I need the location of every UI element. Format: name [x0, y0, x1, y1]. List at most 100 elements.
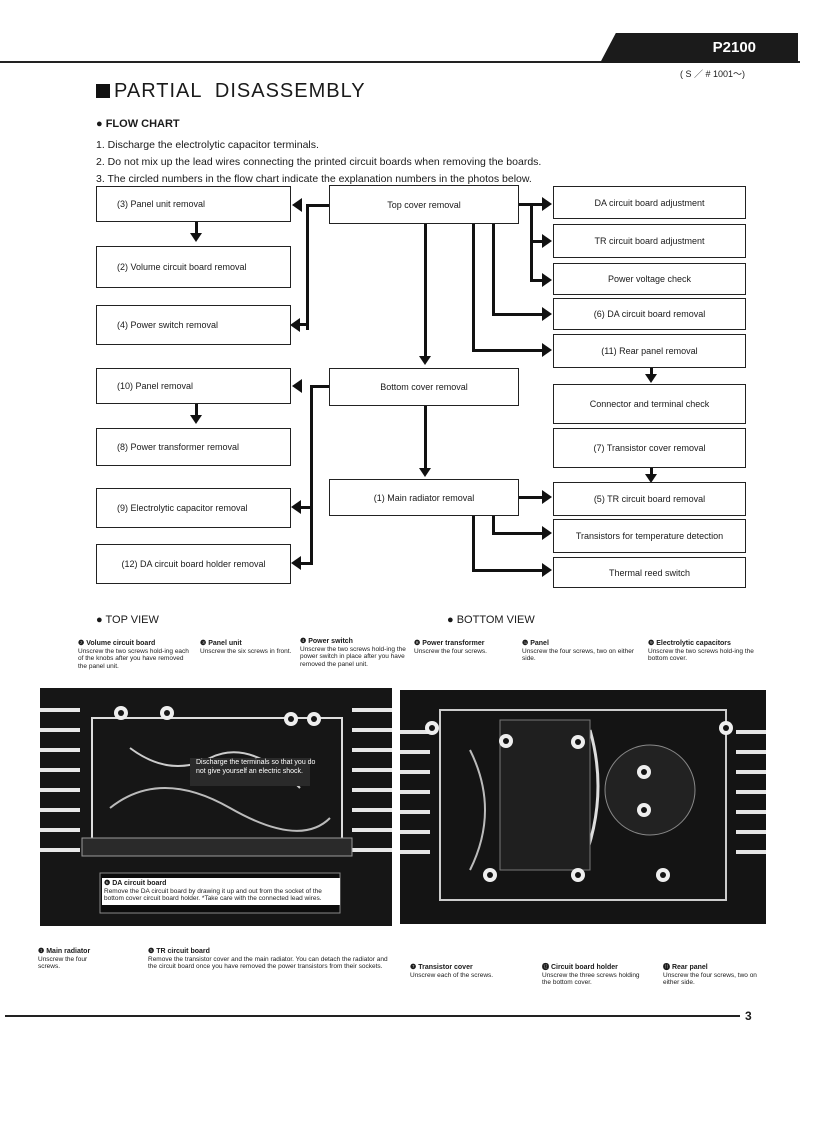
header-rule	[0, 61, 800, 63]
connector	[310, 385, 313, 565]
arrow-down-icon	[645, 374, 657, 383]
caption-title: ⓫ Rear panel	[663, 964, 708, 971]
caption-text: Unscrew the two screws hold-ing each of …	[78, 647, 189, 670]
connector	[300, 562, 312, 565]
caption-title: ❽ Power transformer	[414, 640, 485, 647]
connector	[300, 506, 312, 509]
box-power-transformer: (8) Power transformer removal	[96, 428, 291, 466]
connector	[530, 279, 543, 282]
connector	[492, 313, 543, 316]
page-number: 3	[745, 1009, 752, 1023]
caption-text: Unscrew the four screws.	[38, 955, 88, 971]
box-da-adjust: DA circuit board adjustment	[553, 186, 746, 219]
connector	[530, 240, 543, 243]
connector	[650, 468, 653, 476]
connector	[472, 349, 543, 352]
connector	[306, 204, 309, 330]
connector	[195, 222, 198, 234]
caption-text: Unscrew the four screws, two on either s…	[522, 647, 634, 663]
box-tr-removal: (5) TR circuit board removal	[553, 482, 746, 516]
caption-title: ❺ TR circuit board	[148, 948, 210, 955]
connector	[424, 224, 427, 356]
arrow-left-icon	[292, 198, 302, 212]
box-rear-panel: (11) Rear panel removal	[553, 334, 746, 368]
arrow-right-icon	[542, 343, 552, 357]
connector	[306, 204, 330, 207]
arrow-right-icon	[542, 307, 552, 321]
top-view-photo: Discharge the terminals so that you do n…	[40, 688, 392, 926]
serial-range: ( S ／ # 1001～)	[680, 69, 746, 79]
arrow-right-icon	[542, 526, 552, 540]
connector	[519, 496, 543, 499]
caption-title: ❾ Electrolytic capacitors	[648, 640, 731, 647]
model-label: P2100	[712, 39, 756, 56]
box-power-voltage: Power voltage check	[553, 263, 746, 295]
box-da-holder: (12) DA circuit board holder removal	[96, 544, 291, 584]
box-bottom-cover: Bottom cover removal	[329, 368, 519, 406]
discharge-warning: Discharge the terminals so that you do n…	[196, 759, 316, 775]
caption-title: ❷ Volume circuit board	[78, 640, 156, 647]
connector	[472, 569, 543, 572]
arrow-left-icon	[291, 500, 301, 514]
caption-title: ⓬ Circuit board holder	[542, 964, 618, 971]
flow-chart-heading: ● FLOW CHART	[96, 118, 180, 130]
box-tr-adjust: TR circuit board adjustment	[553, 224, 746, 258]
box-panel-unit: (3) Panel unit removal	[96, 186, 291, 222]
connector	[310, 385, 330, 388]
caption-text: Remove the transistor cover and the main…	[148, 955, 388, 971]
box-da-removal: (6) DA circuit board removal	[553, 298, 746, 330]
page-title: PARTIAL DISASSEMBLY	[96, 80, 366, 103]
top-view-heading: ● TOP VIEW	[96, 614, 159, 626]
box-thermal-switch: Thermal reed switch	[553, 557, 746, 588]
arrow-right-icon	[542, 490, 552, 504]
arrow-down-icon	[190, 415, 202, 424]
arrow-left-icon	[291, 556, 301, 570]
arrow-right-icon	[542, 234, 552, 248]
caption-title: ❶ Main radiator	[38, 948, 91, 955]
caption-text: Unscrew the six screws in front.	[200, 647, 292, 655]
caption-text: Unscrew the three screws holding the bot…	[542, 971, 640, 987]
connector	[492, 516, 495, 534]
arrow-down-icon	[190, 233, 202, 242]
arrow-right-icon	[542, 563, 552, 577]
flow-step: 3. The circled numbers in the flow chart…	[96, 173, 532, 185]
arrow-right-icon	[542, 273, 552, 287]
bottom-view-heading: ● BOTTOM VIEW	[447, 614, 535, 626]
flow-step: 2. Do not mix up the lead wires connecti…	[96, 156, 542, 168]
caption-text: Unscrew the two screws hold-ing the powe…	[300, 645, 406, 668]
arrow-left-icon	[290, 318, 300, 332]
connector	[472, 516, 475, 572]
caption-title: ❹ Power switch	[300, 638, 353, 645]
connector	[492, 532, 543, 535]
connector	[492, 224, 495, 316]
box-temp-transistors: Transistors for temperature detection	[553, 519, 746, 553]
caption-title: ❿ Panel	[522, 640, 549, 647]
title-text: PARTIAL DISASSEMBLY	[114, 80, 366, 102]
flow-step: 1. Discharge the electrolytic capacitor …	[96, 139, 319, 151]
box-electrolytic: (9) Electrolytic capacitor removal	[96, 488, 291, 528]
connector	[472, 224, 475, 352]
caption-text: Unscrew each of the screws.	[410, 971, 494, 979]
caption-text: Remove the DA circuit board by drawing i…	[104, 887, 322, 903]
arrow-right-icon	[542, 197, 552, 211]
caption-text: Unscrew the four screws, two on either s…	[663, 971, 757, 987]
box-main-radiator: (1) Main radiator removal	[329, 479, 519, 516]
connector	[650, 368, 653, 376]
flow-steps: 1. Discharge the electrolytic capacitor …	[96, 137, 541, 188]
arrow-down-icon	[419, 356, 431, 365]
caption-title: ❸ Panel unit	[200, 640, 242, 647]
connector	[298, 323, 308, 326]
box-panel: (10) Panel removal	[96, 368, 291, 404]
connector	[424, 406, 427, 468]
footer-rule	[5, 1015, 740, 1017]
title-square-icon	[96, 84, 110, 98]
